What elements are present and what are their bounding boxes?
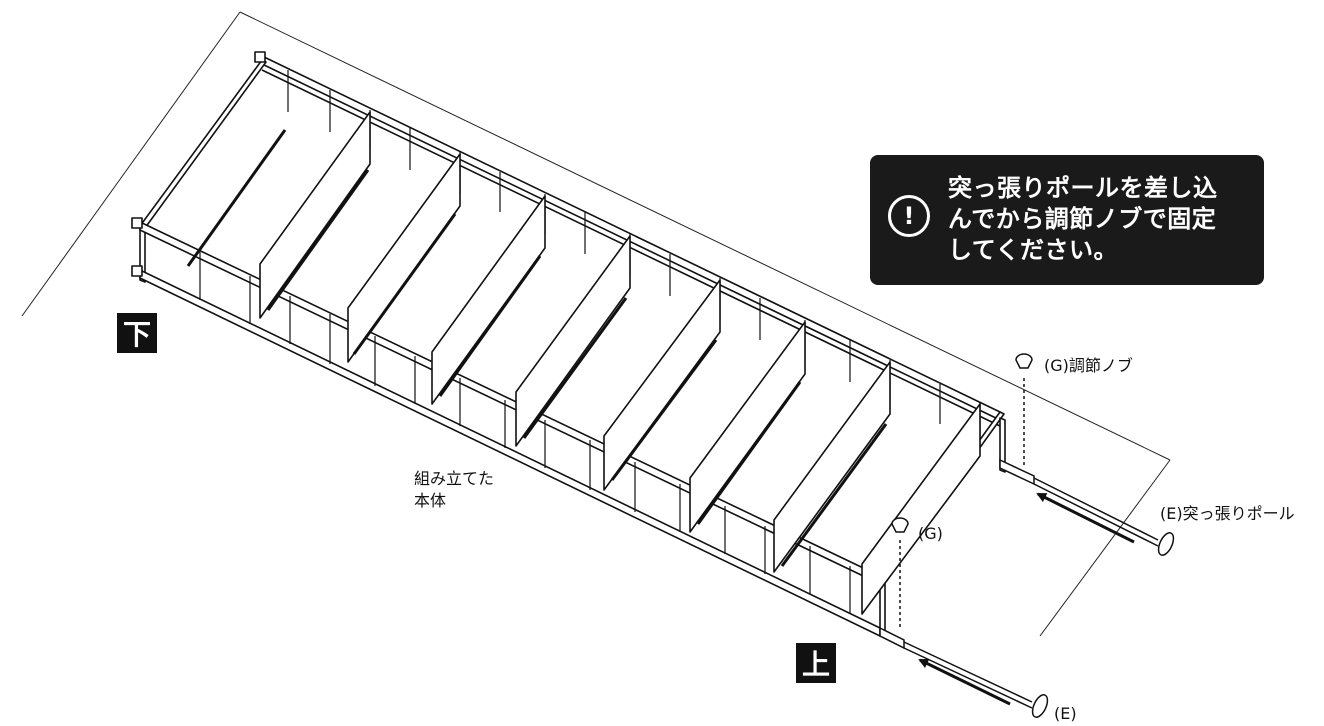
pole-upper bbox=[999, 353, 1175, 556]
body-label-line-1: 組み立てた bbox=[414, 469, 495, 488]
callout-line-2: んでから調節ノブで固定 bbox=[948, 205, 1217, 233]
knob-upper-label: (G)調節ノブ bbox=[1044, 356, 1133, 375]
pole-lower bbox=[879, 517, 1049, 718]
background-planes bbox=[21, 11, 1171, 637]
knob-lower-label: (G) bbox=[918, 524, 943, 543]
exclamation-circle-icon: ! bbox=[888, 195, 930, 237]
instruction-callout: ! 突っ張りポールを差し込 んでから調節ノブで固定 してください。 bbox=[870, 155, 1264, 285]
callout-line-1: 突っ張りポールを差し込 bbox=[948, 174, 1218, 202]
assembled-body bbox=[131, 51, 1006, 637]
pole-upper-label: (E)突っ張りポール bbox=[1160, 504, 1295, 523]
body-label: 組み立てた 本体 bbox=[414, 468, 494, 512]
callout-text: 突っ張りポールを差し込 んでから調節ノブで固定 してください。 bbox=[948, 173, 1248, 266]
body-label-line-2: 本体 bbox=[414, 491, 447, 510]
callout-line-3: してください。 bbox=[948, 236, 1119, 264]
top-direction-label: 上 bbox=[796, 643, 836, 683]
pole-lower-label: (E) bbox=[1054, 704, 1077, 723]
bottom-direction-label: 下 bbox=[117, 313, 157, 353]
